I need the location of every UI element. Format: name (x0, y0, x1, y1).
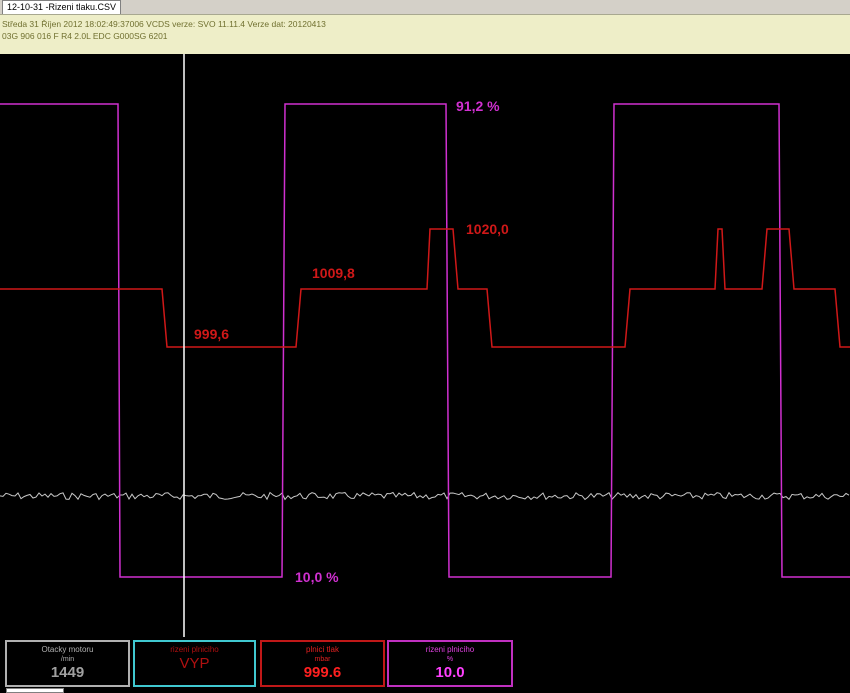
gauge-unit: mbar (314, 656, 331, 663)
gauge-panel: Otacky motoru /min 1449 rizeni plniciho … (0, 637, 850, 693)
graph-svg: 91,2 % 10,0 % 1020,0 1009,8 999,6 (0, 54, 850, 637)
boost-control-state-gauge[interactable]: rizeni plniciho VYP (133, 640, 256, 687)
boost-pressure-trace (0, 228, 850, 348)
gauge-name: plnici tlak (306, 645, 339, 654)
gauge-value: 999.6 (303, 664, 342, 681)
percent-min-label: 10,0 % (295, 569, 339, 585)
ecu-info-line: 03G 906 016 F R4 2.0L EDC G000SG 6201 (2, 31, 168, 41)
boost-control-percent-gauge[interactable]: rizeni plniciho % 10.0 (387, 640, 513, 687)
gauge-name: rizeni plniciho (170, 645, 219, 654)
info-header: Středa 31 Říjen 2012 18:02:49:37006 VCDS… (0, 14, 850, 54)
pressure-high-label: 1020,0 (466, 221, 509, 237)
gauge-value: 1449 (50, 664, 85, 681)
rpm-gauge[interactable]: Otacky motoru /min 1449 (5, 640, 130, 687)
tab-file[interactable]: 12-10-31 -Rizeni tlaku.CSV (2, 0, 122, 14)
gauge-name: rizeni plniciho (425, 645, 475, 654)
rpm-trace (0, 491, 850, 501)
session-info-line: Středa 31 Říjen 2012 18:02:49:37006 VCDS… (2, 19, 326, 29)
boost-pressure-gauge[interactable]: plnici tlak mbar 999.6 (260, 640, 385, 687)
percent-max-label: 91,2 % (456, 98, 500, 114)
boost-control-percent-trace (0, 103, 850, 578)
gauge-value: 10.0 (435, 664, 465, 681)
gauge-unit: /min (60, 656, 75, 663)
tab-bar: 12-10-31 -Rizeni tlaku.CSV (0, 0, 850, 14)
graph-area[interactable]: 91,2 % 10,0 % 1020,0 1009,8 999,6 (0, 54, 850, 637)
scroll-thumb[interactable] (6, 688, 64, 693)
gauge-unit: % (446, 656, 454, 663)
pressure-low-label: 999,6 (194, 326, 229, 342)
gauge-value: VYP (179, 655, 210, 672)
pressure-mid-label: 1009,8 (312, 265, 355, 281)
gauge-name: Otacky motoru (41, 645, 94, 654)
